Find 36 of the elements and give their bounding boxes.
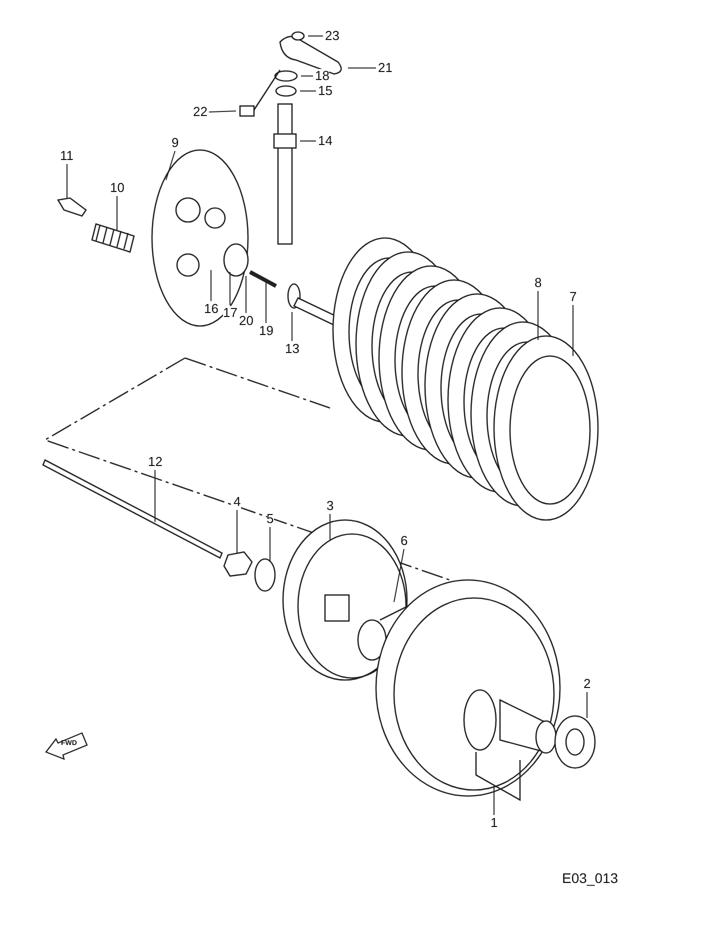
callout-number: 1 xyxy=(490,816,498,830)
callout-number: 23 xyxy=(325,29,340,43)
callout-number: 20 xyxy=(239,314,254,328)
callout-number: 21 xyxy=(378,61,392,75)
leader-line xyxy=(66,164,68,198)
callout-number: 16 xyxy=(204,302,218,316)
callout-number: 8 xyxy=(534,276,542,290)
callout-number: 18 xyxy=(315,69,330,83)
leader-line xyxy=(210,270,212,302)
leader-line xyxy=(300,140,316,142)
callout-number: 15 xyxy=(318,84,332,98)
leader-line xyxy=(586,692,588,718)
leader-line xyxy=(572,304,574,356)
leader-line xyxy=(154,470,156,522)
callout-number: 6 xyxy=(400,534,408,548)
callout-number: 10 xyxy=(110,181,124,195)
callout-number: 3 xyxy=(326,499,334,513)
leader-line xyxy=(116,196,118,230)
callout-number: 17 xyxy=(223,306,238,320)
callout-number: 2 xyxy=(584,677,591,691)
leader-line xyxy=(300,90,316,92)
callout-number: 11 xyxy=(60,149,74,163)
callout-number: 12 xyxy=(148,455,162,469)
callout-number: 14 xyxy=(318,134,332,148)
leader-line xyxy=(166,150,176,180)
callout-number: 4 xyxy=(234,495,241,509)
leader-line xyxy=(236,510,238,554)
drawing-code: E03_013 xyxy=(562,870,618,886)
callout-number: 5 xyxy=(266,512,274,526)
callout-number: 7 xyxy=(570,290,577,304)
leader-line xyxy=(394,548,404,602)
callout-number: 9 xyxy=(172,136,179,150)
callout-number: 22 xyxy=(193,105,208,119)
leader-line xyxy=(208,110,236,112)
callout-number: 19 xyxy=(259,324,274,338)
callout-number: 13 xyxy=(285,342,300,356)
